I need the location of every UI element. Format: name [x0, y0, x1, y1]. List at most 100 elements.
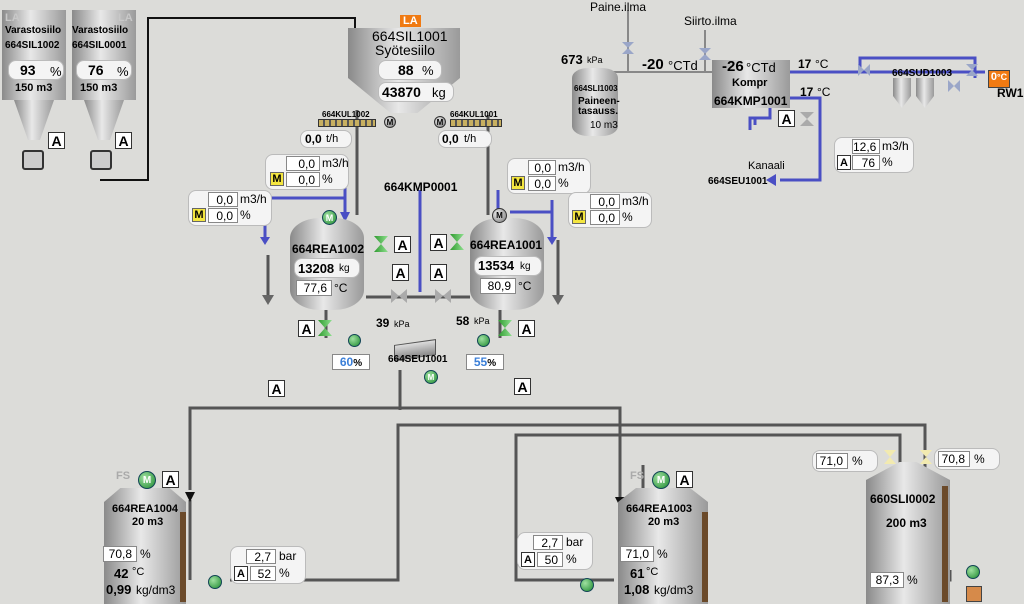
lower-right-auto-button[interactable]: A: [514, 378, 531, 395]
flow-mode-badge[interactable]: M: [270, 172, 284, 186]
pump-2-icon[interactable]: [580, 578, 594, 592]
reactor-agitator-motor-icon[interactable]: M: [322, 210, 337, 225]
sud-unit-1: [893, 78, 911, 108]
flow-value[interactable]: 0,0: [590, 194, 620, 209]
reactor-outlet-valve-icon[interactable]: [318, 320, 332, 336]
silo-level-pill[interactable]: [76, 60, 132, 80]
feed-silo-mass-pill[interactable]: [378, 82, 454, 102]
silo-level-unit: %: [907, 573, 918, 587]
separator-motor-icon[interactable]: M: [424, 370, 438, 384]
silo-level-pill[interactable]: [8, 60, 64, 80]
pressure-pct-unit: %: [566, 552, 577, 566]
reactor-valve-pct[interactable]: 55%: [466, 354, 504, 370]
conveyor-motor-icon[interactable]: M: [384, 116, 396, 128]
tank-level[interactable]: 71,0: [620, 546, 654, 562]
tank-agitator-motor-icon[interactable]: M: [652, 471, 670, 489]
silo-inlet-2-valve-icon[interactable]: [920, 450, 932, 464]
silo-auto-button[interactable]: A: [48, 132, 65, 149]
flow-pct[interactable]: 0,0: [590, 210, 620, 225]
flow-unit: m3/h: [322, 156, 349, 170]
reactor-temp[interactable]: 80,9: [480, 278, 516, 294]
reactor-valve-icon[interactable]: [374, 236, 388, 252]
cooler-auto-button[interactable]: A: [778, 110, 795, 127]
paine-ilma-label: Paine.ilma: [590, 0, 647, 14]
silo-level-bar: [942, 486, 948, 602]
flow-mode-badge[interactable]: M: [511, 176, 525, 190]
reactor-temp-unit: °C: [334, 281, 348, 295]
rw-indicator[interactable]: 0°C: [988, 70, 1010, 88]
tank-level[interactable]: 70,8: [103, 546, 137, 562]
tank-level-unit: %: [657, 547, 668, 561]
tank-auto-button[interactable]: A: [162, 471, 179, 488]
conveyor-flow-value: 0,0: [305, 132, 322, 146]
silo-level[interactable]: 87,3: [870, 572, 904, 588]
silo-corner-label: LA: [5, 12, 20, 24]
pressure-pct[interactable]: 50: [537, 552, 563, 567]
air-valve-2-icon[interactable]: [699, 48, 711, 60]
compressor-body: [712, 60, 790, 108]
kanaali-label: Kanaali: [748, 160, 785, 172]
cooling-auto-button[interactable]: A: [837, 155, 851, 170]
flow-pct[interactable]: 0,0: [286, 172, 320, 187]
cooling-pct[interactable]: 76: [852, 155, 880, 170]
silo-pump-icon[interactable]: [966, 565, 980, 579]
tank-roof: [618, 488, 708, 502]
flow-mode-badge[interactable]: M: [572, 210, 586, 224]
reactor-outlet-auto-button[interactable]: A: [298, 320, 315, 337]
middle-valve-auto-right[interactable]: A: [430, 264, 447, 281]
pump-1-icon[interactable]: [208, 575, 222, 589]
air-valve-1-icon[interactable]: [622, 42, 634, 54]
pressure-pct[interactable]: 52: [250, 566, 276, 581]
conveyor-tag: 664KUL1001: [450, 110, 498, 119]
pressure-value[interactable]: 2,7: [533, 535, 563, 550]
reactor-outlet-auto-button[interactable]: A: [518, 320, 535, 337]
reactor-mass-pill[interactable]: [294, 258, 360, 278]
lower-left-auto-button[interactable]: A: [268, 380, 285, 397]
reactor-pressure-value: 58: [456, 314, 470, 328]
conveyor-motor-icon[interactable]: M: [434, 116, 446, 128]
silo-inlet-2-value[interactable]: 70,8: [938, 451, 970, 467]
dewpoint-1-value: -20: [642, 56, 664, 73]
tank-fs-label: FS: [116, 470, 131, 482]
reactor-pump-icon[interactable]: [477, 334, 490, 347]
silo-inlet-1-value[interactable]: 71,0: [816, 453, 848, 469]
reactor-temp[interactable]: 77,6: [296, 280, 332, 296]
flow-pct[interactable]: 0,0: [208, 208, 238, 223]
flow-value[interactable]: 0,0: [528, 160, 556, 175]
reactor-valve-icon[interactable]: [450, 234, 464, 250]
middle-valve-auto-left[interactable]: A: [392, 264, 409, 281]
reactor-valve-pct[interactable]: 60%: [332, 354, 370, 370]
buffer-tank-tag: 664SLI1003: [574, 84, 618, 93]
flow-value[interactable]: 0,0: [208, 192, 238, 207]
pressure-value[interactable]: 2,7: [246, 549, 276, 564]
cooler-valve-3-icon[interactable]: [966, 64, 978, 76]
silo-auto-button[interactable]: A: [115, 132, 132, 149]
silo-inlet-1-valve-icon[interactable]: [884, 450, 896, 464]
pressure-unit: bar: [279, 549, 297, 563]
pressure-auto-button[interactable]: A: [521, 552, 535, 567]
reactor-agitator-motor-icon[interactable]: M: [492, 208, 507, 223]
tank-auto-button[interactable]: A: [676, 471, 693, 488]
tank-agitator-motor-icon[interactable]: M: [138, 471, 156, 489]
feed-silo-level-pill[interactable]: [378, 60, 442, 80]
silo-title: Varastosiilo: [72, 25, 129, 36]
conveyor-flow-unit: t/h: [326, 133, 339, 145]
cooling-flow-value[interactable]: 12,6: [852, 139, 880, 154]
conveyor-flow-pill[interactable]: [438, 130, 492, 148]
flow-mode-badge[interactable]: M: [192, 208, 206, 222]
pressure-auto-button[interactable]: A: [234, 566, 248, 581]
reactor-outlet-valve-icon[interactable]: [498, 320, 512, 336]
feed-silo-alarm-badge[interactable]: LA: [400, 15, 421, 27]
conveyor-flow-pill[interactable]: [300, 130, 352, 148]
reactor-mass-pill[interactable]: [474, 256, 542, 276]
silo-outlet-icon[interactable]: [966, 586, 982, 602]
reactor-auto-button[interactable]: A: [430, 234, 447, 251]
buffer-tank-body: [572, 68, 618, 136]
air-temp-1-unit: °C: [815, 57, 829, 71]
flow-pct[interactable]: 0,0: [528, 176, 556, 191]
cooler-auto-valve-icon[interactable]: [800, 112, 814, 126]
silo-volume: 200 m3: [886, 516, 927, 530]
reactor-auto-button[interactable]: A: [394, 236, 411, 253]
reactor-pump-icon[interactable]: [348, 334, 361, 347]
flow-value[interactable]: 0,0: [286, 156, 320, 171]
